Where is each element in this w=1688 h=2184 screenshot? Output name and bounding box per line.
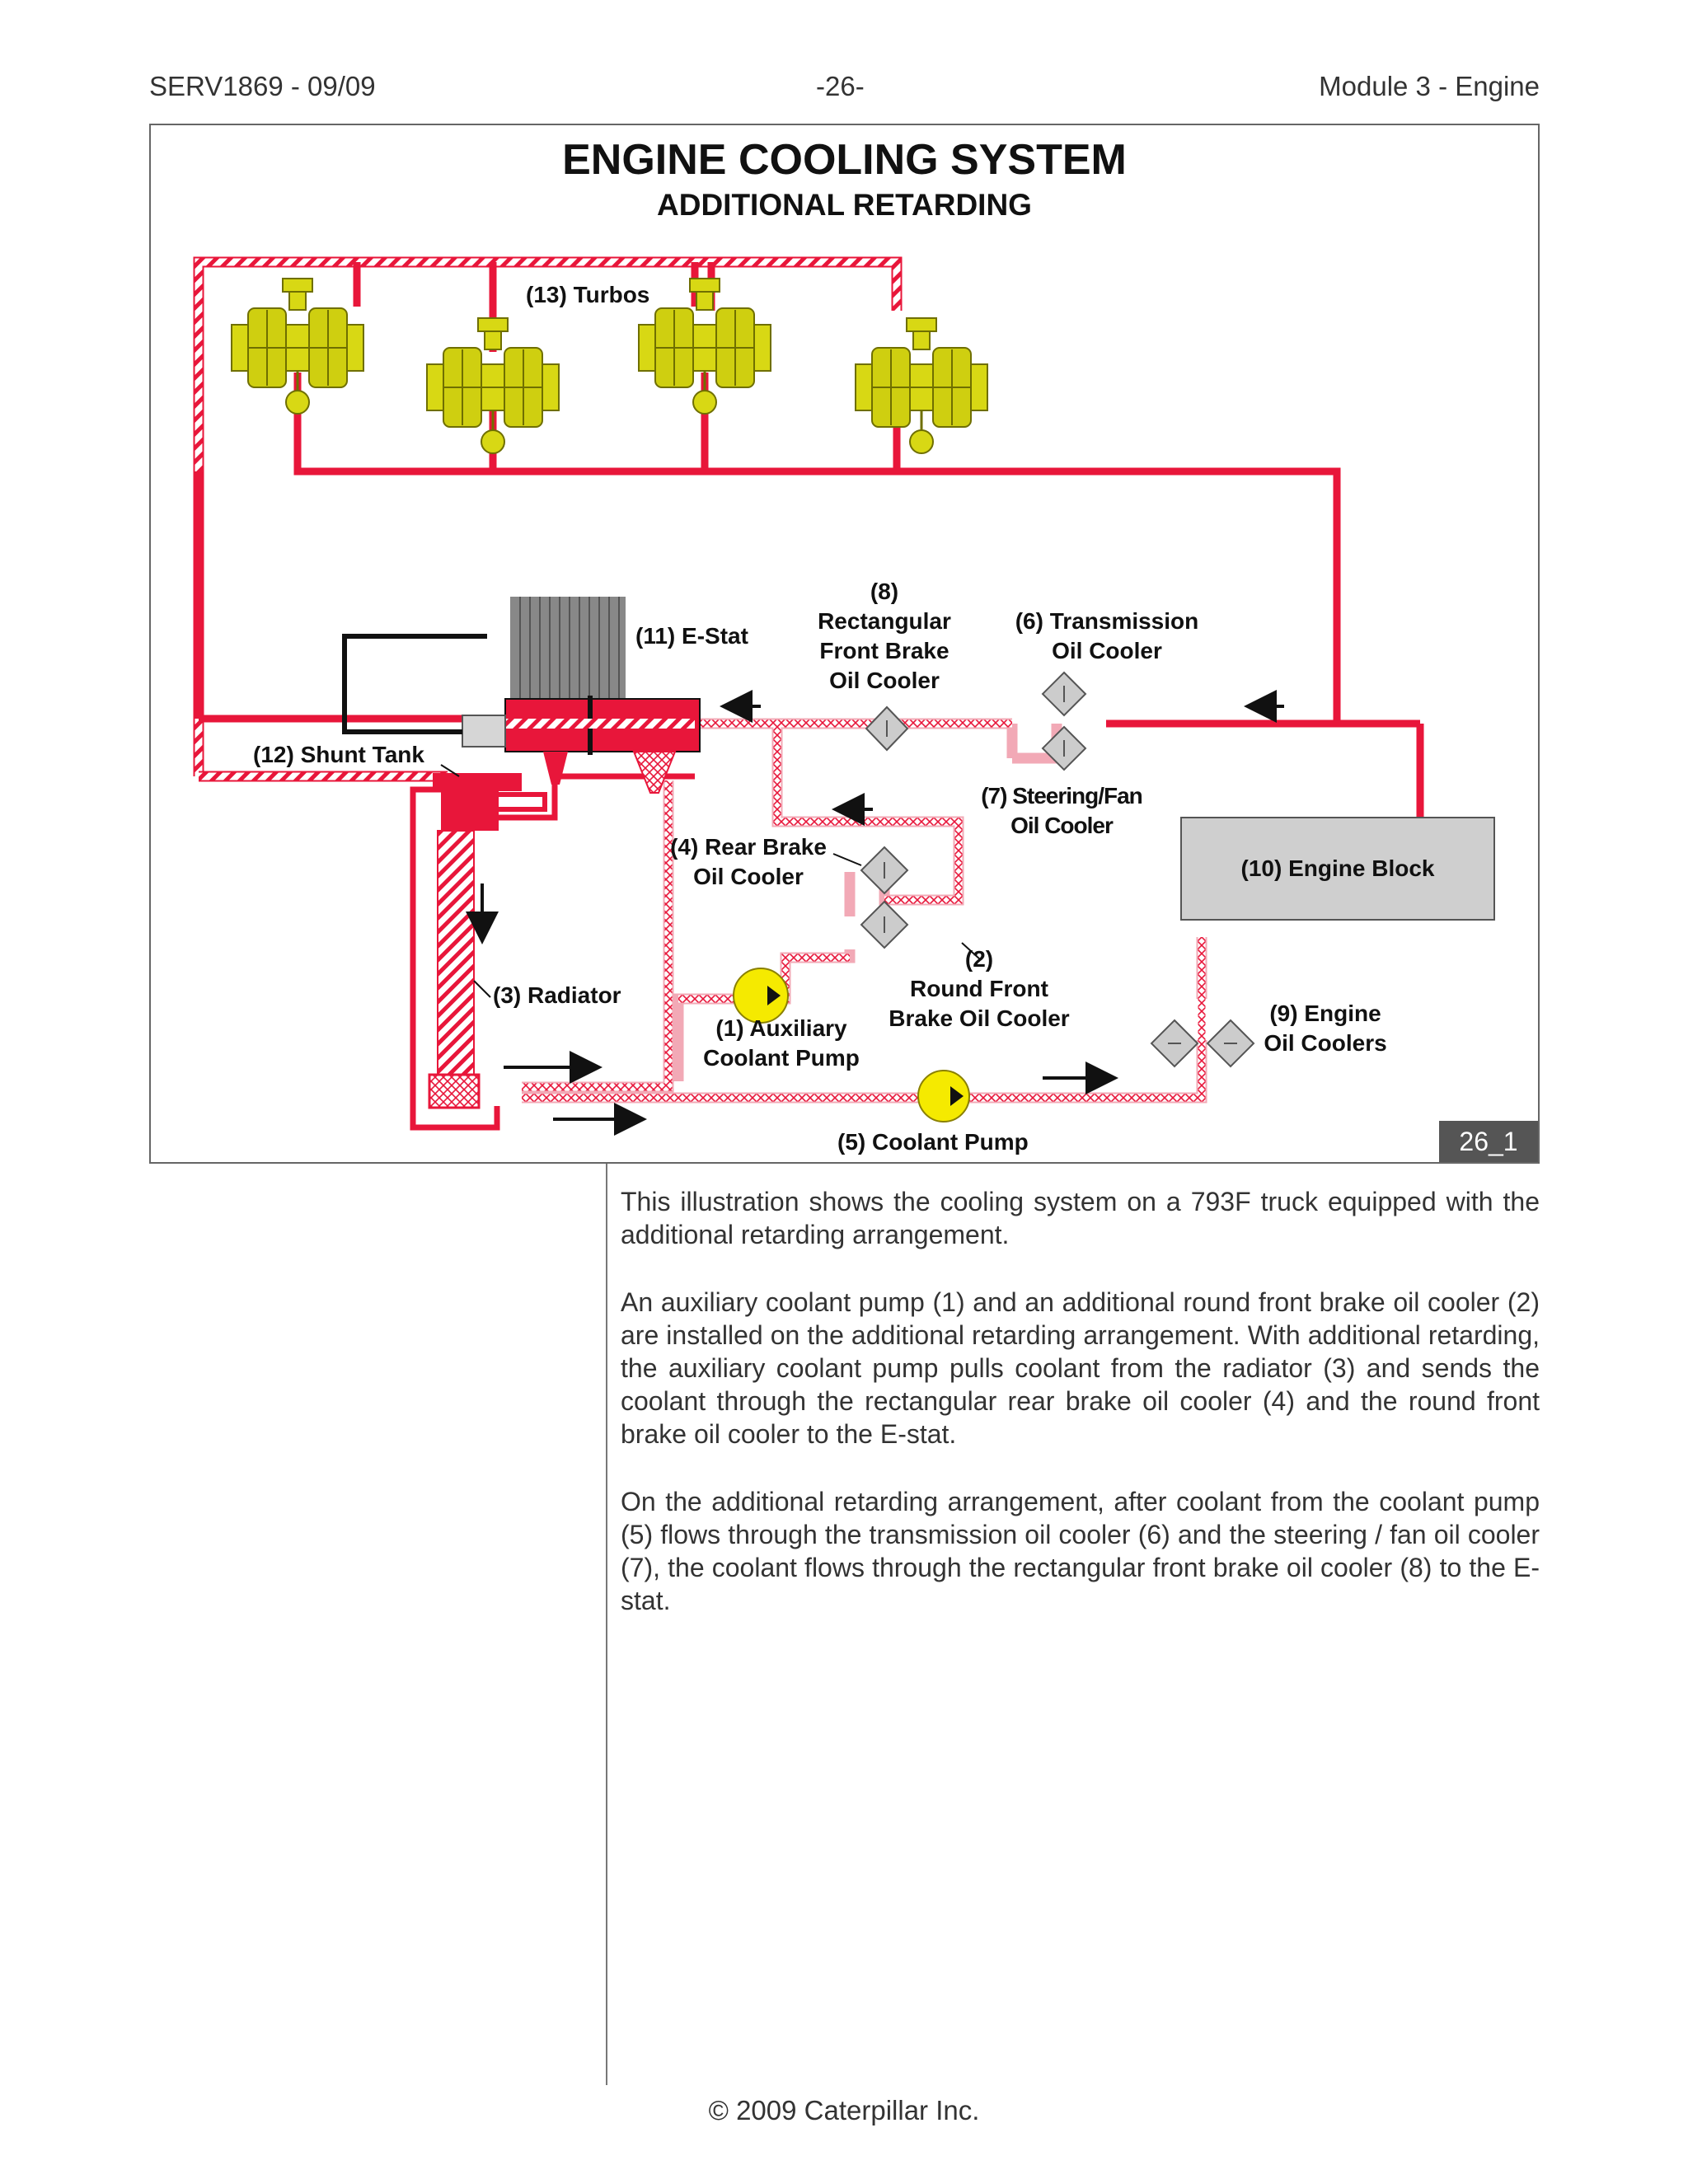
radiator [428, 830, 481, 1109]
label-engine-block: (10) Engine Block [1240, 855, 1435, 881]
cooler-circuit-lines [522, 718, 1207, 1104]
rectangular-front-brake-oil-cooler [865, 705, 909, 752]
paragraph-3: On the additional retarding arrangement,… [621, 1487, 1540, 1615]
turbo-2 [425, 316, 560, 455]
figure-number: 26_1 [1439, 1121, 1538, 1162]
round-front-brake-oil-cooler [860, 900, 909, 949]
radiator-lines [410, 773, 695, 1131]
flow-arrows [466, 690, 1284, 1136]
label-coolant-pump: (5) Coolant Pump [837, 1129, 1029, 1155]
header-right: Module 3 - Engine [1319, 71, 1540, 101]
engine-block [1180, 817, 1495, 921]
figure-subtitle: ADDITIONAL RETARDING [657, 188, 1032, 222]
label-auxiliary-coolant-pump: (1) Auxiliary Coolant Pump [703, 1015, 860, 1071]
cooling-diagram [193, 256, 1495, 1136]
label-turbos: (13) Turbos [526, 282, 650, 307]
e-stat [342, 597, 701, 794]
engine-oil-coolers [1150, 1019, 1255, 1068]
paragraph-2: An auxiliary coolant pump (1) and an add… [621, 1287, 1540, 1449]
shunt-tank [433, 773, 547, 831]
label-rectangular-front-brake: (8) Rectangular Front Brake Oil Cooler [818, 579, 951, 693]
header-left: SERV1869 - 09/09 [149, 71, 376, 101]
label-steering-fan-oil-cooler: (7) Steering/Fan Oil Cooler [981, 783, 1143, 838]
label-e-stat: (11) E-Stat [635, 623, 748, 649]
label-transmission-oil-cooler: (6) Transmission Oil Cooler [1015, 608, 1199, 663]
paragraph-1: This illustration shows the cooling syst… [621, 1187, 1540, 1249]
column-divider [606, 1164, 607, 2085]
turbo-3 [637, 277, 772, 415]
body-text: This illustration shows the cooling syst… [621, 1185, 1540, 1652]
figure-title: ENGINE COOLING SYSTEM [562, 136, 1127, 184]
label-round-front-brake-oil-cooler: (2) Round Front Brake Oil Cooler [889, 946, 1070, 1031]
rear-brake-oil-cooler [860, 846, 909, 895]
label-shunt-tank: (12) Shunt Tank [253, 742, 424, 767]
label-radiator: (3) Radiator [493, 982, 621, 1008]
transmission-oil-cooler [1041, 671, 1087, 717]
turbo-1 [230, 277, 365, 415]
header-center: -26- [816, 71, 865, 101]
leader-lines [440, 764, 981, 998]
turbo-supply-line [193, 256, 903, 782]
auxiliary-coolant-pump [733, 968, 789, 1024]
label-engine-oil-coolers: (9) Engine Oil Coolers [1264, 1001, 1387, 1056]
label-rear-brake-oil-cooler: (4) Rear Brake Oil Cooler [670, 834, 827, 889]
turbo-4 [854, 316, 989, 455]
figure-frame: ENGINE COOLING SYSTEM ADDITIONAL RETARDI… [149, 124, 1540, 1164]
coolant-pump [917, 1070, 970, 1122]
engine-block-outlet-line [1106, 719, 1424, 818]
footer-copyright: © 2009 Caterpillar Inc. [708, 2095, 980, 2125]
steering-fan-oil-cooler [1041, 725, 1087, 771]
